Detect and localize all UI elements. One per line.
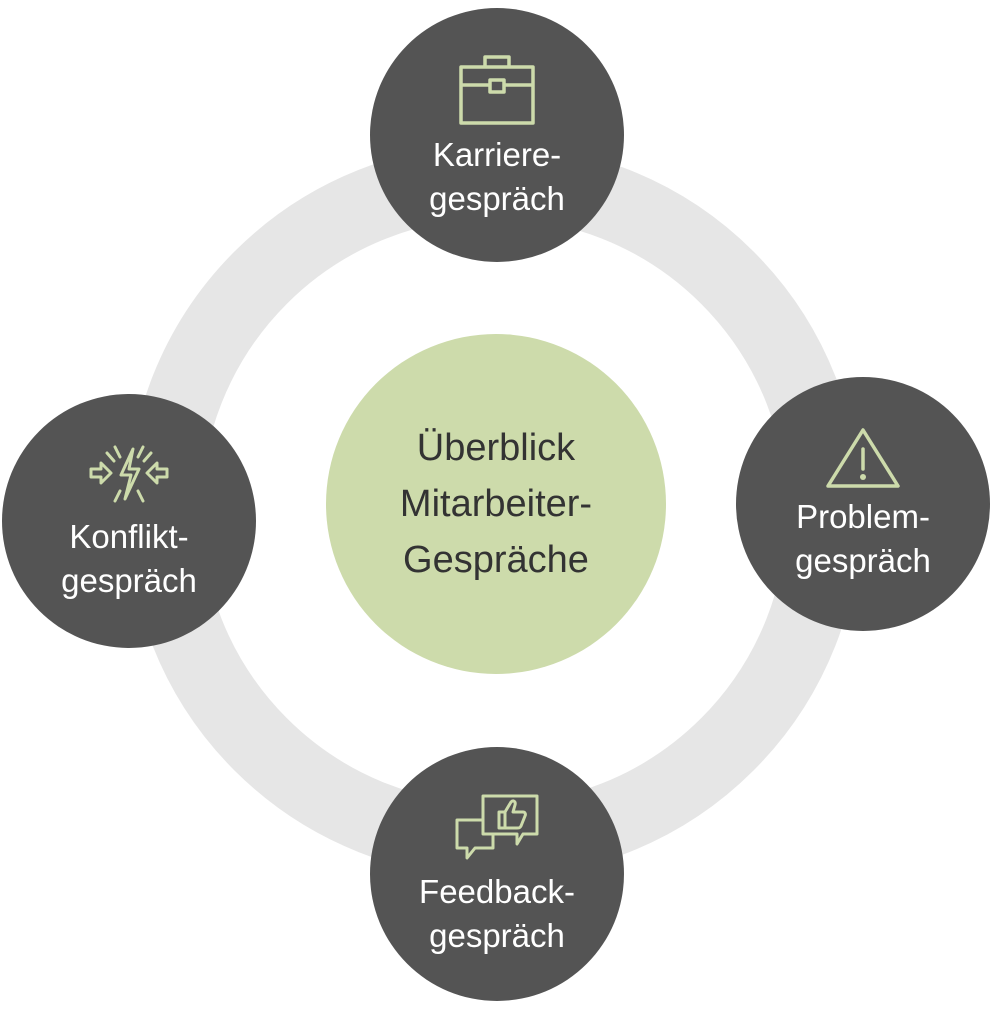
node-konfliktgespraech: Konflikt- gespräch: [2, 394, 256, 648]
node-label-line2: gespräch: [429, 180, 565, 217]
node-label-line2: gespräch: [795, 542, 931, 579]
briefcase-icon: [459, 55, 535, 125]
node-label-line2: gespräch: [61, 562, 197, 599]
center-overview-circle: Überblick Mitarbeiter- Gespräche: [326, 334, 666, 674]
node-label-line1: Karriere-: [432, 136, 562, 173]
center-title-line1: Überblick: [416, 427, 576, 469]
node-label-line1: Problem-: [796, 498, 930, 535]
node-label-line2: gespräch: [429, 917, 565, 954]
node-label-line1: Konflikt-: [69, 518, 189, 555]
node-problemgespraech: Problem- gespräch: [736, 377, 990, 631]
thumbs-up-chat-icon: [455, 794, 539, 860]
center-title-line2: Mitarbeiter-: [399, 483, 593, 525]
node-feedbackgespraech: Feedback- gespräch: [370, 747, 624, 1001]
node-label-line1: Feedback-: [419, 873, 575, 910]
warning-icon: [826, 428, 900, 488]
node-karrieregespraech: Karriere- gespräch: [370, 8, 624, 262]
conflict-lightning-icon: [89, 445, 169, 503]
center-title-line3: Gespräche: [403, 539, 589, 581]
